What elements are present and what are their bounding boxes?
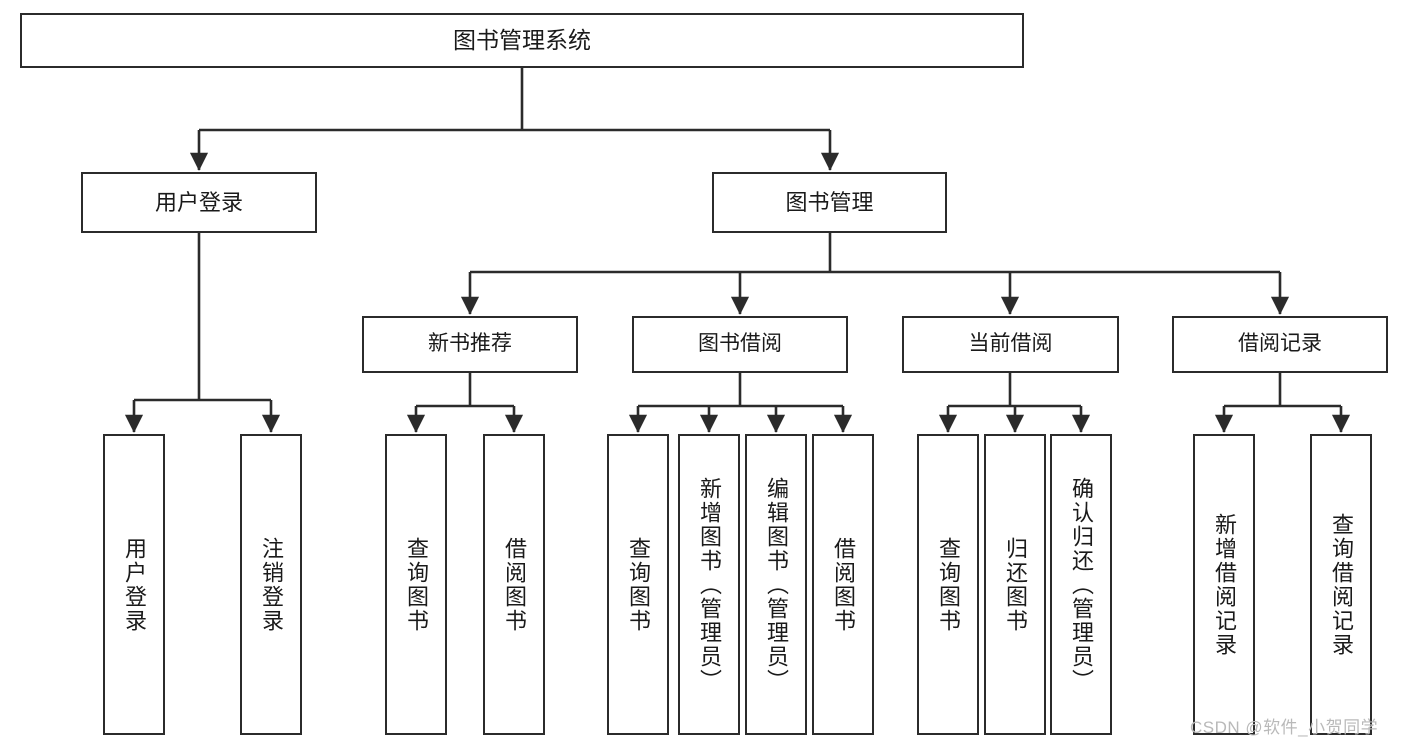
leaf-query-book-recommend-label: 查询图书 [404, 536, 429, 633]
leaf-confirm-return-admin-label: 确认归还（管理员） [1069, 476, 1094, 693]
leaf-add-book-admin[interactable]: 新增图书（管理员） [678, 434, 740, 735]
node-book-management-label: 图书管理 [785, 189, 874, 215]
leaf-edit-book-admin[interactable]: 编辑图书（管理员） [745, 434, 807, 735]
leaf-logout-label: 注销登录 [259, 536, 284, 633]
node-book-borrow[interactable]: 图书借阅 [632, 316, 848, 373]
leaf-logout[interactable]: 注销登录 [240, 434, 302, 735]
node-root-label: 图书管理系统 [453, 26, 591, 53]
leaf-query-book-recommend[interactable]: 查询图书 [385, 434, 447, 735]
node-current-borrow-label: 当前借阅 [968, 332, 1053, 356]
leaf-add-book-admin-label: 新增图书（管理员） [697, 476, 722, 693]
node-user-login[interactable]: 用户登录 [81, 172, 317, 233]
node-user-login-label: 用户登录 [154, 189, 243, 215]
leaf-return-book-label: 归还图书 [1003, 536, 1028, 633]
node-borrow-record[interactable]: 借阅记录 [1172, 316, 1388, 373]
leaf-borrow-book-recommend-label: 借阅图书 [502, 536, 527, 633]
leaf-return-book[interactable]: 归还图书 [984, 434, 1046, 735]
leaf-user-login[interactable]: 用户登录 [103, 434, 165, 735]
node-new-book-recommend-label: 新书推荐 [428, 332, 512, 356]
leaf-query-borrow-record[interactable]: 查询借阅记录 [1310, 434, 1372, 735]
leaf-add-borrow-record-label: 新增借阅记录 [1212, 512, 1237, 657]
leaf-query-book-borrow[interactable]: 查询图书 [607, 434, 669, 735]
node-book-borrow-label: 图书借阅 [698, 332, 782, 356]
node-root[interactable]: 图书管理系统 [20, 13, 1024, 68]
node-new-book-recommend[interactable]: 新书推荐 [362, 316, 578, 373]
leaf-confirm-return-admin[interactable]: 确认归还（管理员） [1050, 434, 1112, 735]
leaf-edit-book-admin-label: 编辑图书（管理员） [764, 476, 789, 693]
leaf-borrow-book-recommend[interactable]: 借阅图书 [483, 434, 545, 735]
leaf-query-book-borrow-label: 查询图书 [626, 536, 651, 633]
node-current-borrow[interactable]: 当前借阅 [902, 316, 1119, 373]
node-book-management[interactable]: 图书管理 [712, 172, 947, 233]
leaf-query-book-current[interactable]: 查询图书 [917, 434, 979, 735]
leaf-add-borrow-record[interactable]: 新增借阅记录 [1193, 434, 1255, 735]
leaf-query-borrow-record-label: 查询借阅记录 [1329, 512, 1354, 657]
leaf-user-login-label: 用户登录 [122, 536, 147, 633]
node-borrow-record-label: 借阅记录 [1238, 332, 1322, 356]
leaf-borrow-book[interactable]: 借阅图书 [812, 434, 874, 735]
csdn-watermark: CSDN @软件_小贺同学 [1190, 718, 1379, 737]
leaf-borrow-book-label: 借阅图书 [831, 536, 856, 633]
leaf-query-book-current-label: 查询图书 [936, 536, 961, 633]
